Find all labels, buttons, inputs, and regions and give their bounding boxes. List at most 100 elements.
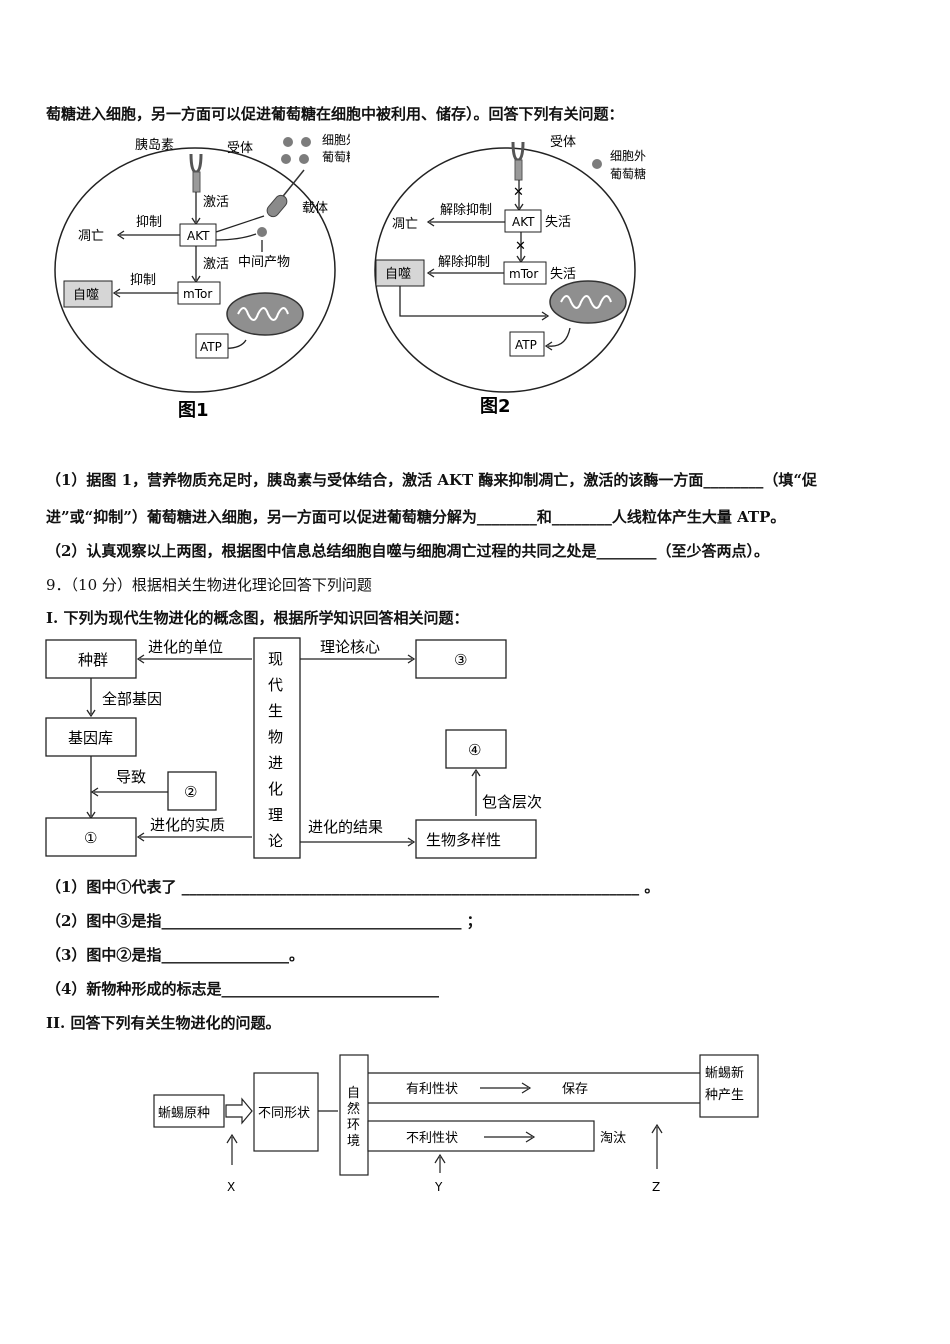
hollow-arrow-icon xyxy=(225,1097,253,1125)
label-inactive1: 失活 xyxy=(545,215,571,230)
fig1-caption: 图1 xyxy=(178,400,209,421)
label-y: Y xyxy=(434,1180,443,1194)
atp-label: ATP xyxy=(515,338,537,352)
svg-text:进: 进 xyxy=(268,754,283,772)
label-apoptosis: 凋亡 xyxy=(78,229,104,244)
label-glucose-2: 葡萄糖 xyxy=(610,166,646,181)
receptor-icon xyxy=(511,141,525,162)
akt-label: AKT xyxy=(187,229,210,243)
svg-text:②: ② xyxy=(184,783,197,801)
gene-pool-box xyxy=(45,717,137,757)
question-2: （2）认真观察以上两图，根据图中信息总结细胞自噬与细胞凋亡过程的共同之处是___… xyxy=(46,542,769,560)
label-autophagy: 自噬 xyxy=(385,267,411,282)
new-species-box xyxy=(699,1054,759,1118)
svg-text:现: 现 xyxy=(268,650,283,668)
label-carrier: 载体 xyxy=(302,201,328,216)
label-release2: 解除抑制 xyxy=(438,255,490,270)
label-keep: 保存 xyxy=(562,1082,588,1097)
part-1-question-4: （4）新物种形成的标志是____________________________… xyxy=(46,980,439,998)
receptor-stem xyxy=(192,171,201,193)
blocked-mark: ✕ xyxy=(515,239,526,254)
diversity-box xyxy=(415,819,537,859)
label-inactive2: 失活 xyxy=(550,267,576,282)
label-insulin: 胰岛素 xyxy=(135,137,174,153)
mitochondria-icon xyxy=(549,280,627,324)
svg-text:①: ① xyxy=(84,829,97,847)
part-2-header: II. 回答下列有关生物进化的问题。 xyxy=(46,1014,281,1032)
question-1-line-1: （1）据图 1，营养物质充足时，胰岛素与受体结合，激活 AKT 酶来抑制凋亡，激… xyxy=(46,471,818,489)
label-autophagy: 自噬 xyxy=(73,288,99,303)
svg-text:理: 理 xyxy=(268,806,283,824)
mtor-label: mTor xyxy=(183,287,212,301)
cell-membrane xyxy=(374,147,636,393)
autophagy-box xyxy=(63,280,113,308)
unfavorable-lane xyxy=(367,1120,595,1152)
label-inhibit1: 抑制 xyxy=(136,215,162,230)
label-release1: 解除抑制 xyxy=(440,203,492,218)
box-3 xyxy=(415,639,507,679)
part-1-question-2: （2）图中③是指________________________________… xyxy=(46,912,482,930)
original-species-box xyxy=(153,1094,225,1128)
label-receptor: 受体 xyxy=(227,141,253,156)
glucose-dot xyxy=(281,154,291,164)
part-1-header: I. 下列为现代生物进化的概念图，根据所学知识回答相关问题： xyxy=(46,609,469,627)
box-4 xyxy=(445,729,507,769)
concept-map: 种群 进化的单位 现 代 生 物 进 化 理 论 理论核心 ③ 全部基因 基因库… xyxy=(45,637,542,859)
label-x: X xyxy=(227,1180,235,1194)
atp-box xyxy=(509,331,545,357)
label-receptor: 受体 xyxy=(550,135,576,150)
label-z: Z xyxy=(652,1180,660,1194)
label-intermediate: 中间产物 xyxy=(238,255,290,270)
figure-2: 受体 细胞外 葡萄糖 ✕ AKT 失活 解除抑制 凋亡 ✕ mTor 失活 解除… xyxy=(374,135,646,417)
svg-text:生: 生 xyxy=(268,702,283,720)
label-population: 种群 xyxy=(78,651,108,669)
label-essence: 进化的实质 xyxy=(150,816,225,834)
fig2-caption: 图2 xyxy=(480,396,511,417)
svg-text:境: 境 xyxy=(347,1134,360,1149)
svg-text:种产生: 种产生 xyxy=(705,1088,744,1103)
glucose-dot xyxy=(592,159,602,169)
svg-text:环: 环 xyxy=(347,1118,360,1133)
atp-box xyxy=(195,333,229,359)
label-eliminate: 淘汰 xyxy=(600,1131,626,1146)
cell-membrane xyxy=(54,147,336,393)
label-leads-to: 导致 xyxy=(116,768,146,786)
part-1-question-1: （1）图中①代表了 ______________________________… xyxy=(46,878,660,896)
part-1-question-3: （3）图中②是指_________________。 xyxy=(46,946,304,964)
nature-box xyxy=(339,1054,369,1176)
glucose-dot xyxy=(283,137,293,147)
question-1-line-2: 进”或“抑制”）葡萄糖进入细胞，另一方面可以促进葡萄糖分解为________和_… xyxy=(46,508,786,526)
svg-text:物: 物 xyxy=(268,728,283,746)
label-gene-pool: 基因库 xyxy=(68,729,113,747)
glucose-dot xyxy=(257,227,267,237)
glucose-dot xyxy=(301,137,311,147)
lizard-evolution-diagram: 蜥蜴原种 不同形状 自 然 环 境 有利性状 保存 不利性状 淘汰 蜥蜴新 种产… xyxy=(153,1054,759,1194)
box-1 xyxy=(45,817,137,857)
label-all-genes: 全部基因 xyxy=(102,690,162,708)
blocked-mark: ✕ xyxy=(513,185,524,200)
label-core: 理论核心 xyxy=(320,638,380,656)
receptor-stem xyxy=(514,159,523,181)
svg-text:化: 化 xyxy=(268,780,283,798)
label-glucose-1: 细胞外 xyxy=(322,133,350,147)
svg-text:代: 代 xyxy=(268,676,283,694)
label-original: 蜥蜴原种 xyxy=(158,1106,210,1121)
svg-text:③: ③ xyxy=(454,651,467,669)
carrier-icon xyxy=(266,194,288,218)
mtor-label: mTor xyxy=(509,267,538,281)
label-inhibit2: 抑制 xyxy=(130,273,156,288)
mitochondria-icon xyxy=(226,292,304,336)
box-2 xyxy=(167,771,217,811)
label-diversity: 生物多样性 xyxy=(426,831,501,849)
label-favorable: 有利性状 xyxy=(406,1082,458,1097)
figure-1: 胰岛素 受体 细胞外 葡萄糖 载体 激活 AKT 抑制 凋亡 激活 中间产物 m… xyxy=(54,133,350,421)
glucose-dot xyxy=(299,154,309,164)
label-activate2: 激活 xyxy=(203,257,229,272)
traits-box xyxy=(253,1072,319,1152)
center-box xyxy=(253,637,301,859)
label-levels: 包含层次 xyxy=(482,793,542,811)
label-apoptosis: 凋亡 xyxy=(392,217,418,232)
svg-text:④: ④ xyxy=(468,741,481,759)
autophagy-box xyxy=(375,259,425,287)
receptor-icon xyxy=(189,153,203,174)
